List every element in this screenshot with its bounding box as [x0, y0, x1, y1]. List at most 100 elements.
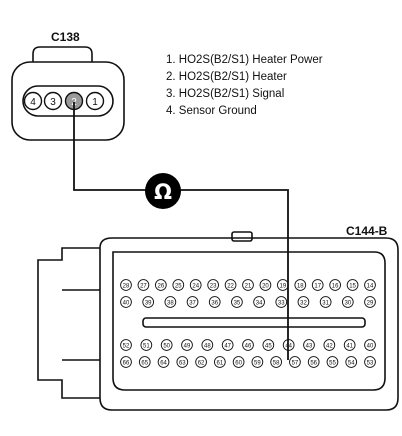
- svg-text:52: 52: [123, 343, 130, 349]
- svg-text:55: 55: [329, 360, 336, 366]
- svg-text:31: 31: [322, 300, 329, 306]
- ecm-pin-20: 20: [259, 279, 272, 291]
- svg-text:53: 53: [367, 360, 374, 366]
- ecm-pin-55: 55: [326, 356, 339, 368]
- ecm-pin-29: 29: [364, 296, 376, 308]
- svg-text:22: 22: [227, 283, 234, 289]
- svg-text:48: 48: [204, 343, 211, 349]
- ecm-pin-48: 48: [201, 339, 214, 351]
- svg-text:30: 30: [344, 300, 351, 306]
- ecm-pin-16: 16: [329, 279, 341, 291]
- svg-text:25: 25: [175, 283, 182, 289]
- svg-text:61: 61: [217, 360, 224, 366]
- svg-text:36: 36: [211, 300, 218, 306]
- sensor-pin-1: 1: [85, 91, 105, 111]
- svg-text:28: 28: [123, 283, 130, 289]
- svg-text:33: 33: [278, 300, 285, 306]
- ecm-pin-18: 18: [294, 279, 307, 291]
- svg-text:14: 14: [367, 283, 374, 289]
- svg-text:54: 54: [348, 360, 355, 366]
- svg-text:51: 51: [143, 343, 150, 349]
- svg-text:Ω: Ω: [154, 180, 172, 204]
- svg-text:56: 56: [310, 360, 317, 366]
- ecm-pin-66: 66: [120, 356, 132, 368]
- ecm-pin-47: 47: [221, 339, 234, 351]
- ecm-pin-32: 32: [297, 296, 310, 308]
- ecm-connector-label: C144-B: [346, 224, 388, 238]
- svg-text:40: 40: [367, 343, 374, 349]
- svg-text:49: 49: [184, 343, 191, 349]
- ecm-pin-46: 46: [242, 339, 254, 351]
- ecm-pin-60: 60: [232, 356, 245, 368]
- ecm-pin-23: 23: [207, 279, 219, 291]
- ecm-pin-15: 15: [346, 279, 359, 291]
- svg-text:63: 63: [179, 360, 186, 366]
- ecm-pin-31: 31: [319, 296, 332, 308]
- sensor-connector-label: C138: [51, 30, 80, 44]
- svg-text:18: 18: [297, 283, 304, 289]
- ecm-pin-24: 24: [189, 279, 202, 291]
- legend-item-1: 1. HO2S(B2/S1) Heater Power: [166, 54, 323, 66]
- sensor-pin-4: 4: [23, 91, 43, 111]
- svg-text:64: 64: [160, 360, 167, 366]
- svg-text:15: 15: [349, 283, 356, 289]
- ecm-pin-28: 28: [120, 279, 132, 291]
- svg-text:62: 62: [198, 360, 205, 366]
- svg-text:42: 42: [326, 343, 333, 349]
- ecm-pin-57: 57: [289, 356, 301, 368]
- svg-text:3: 3: [50, 97, 56, 108]
- svg-text:59: 59: [254, 360, 261, 366]
- sensor-connector-body: [11, 61, 125, 141]
- sensor-connector-pin-cavity: [22, 85, 114, 117]
- legend-item-4: 4. Sensor Ground: [166, 105, 257, 117]
- ecm-pin-53: 53: [364, 356, 376, 368]
- svg-text:37: 37: [189, 300, 196, 306]
- ecm-pin-34: 34: [253, 296, 265, 308]
- measurement-wire: [73, 102, 289, 360]
- svg-text:60: 60: [235, 360, 242, 366]
- ecm-pin-42: 42: [323, 339, 336, 351]
- ecm-pin-38: 38: [164, 296, 177, 308]
- svg-text:34: 34: [256, 300, 263, 306]
- svg-text:46: 46: [245, 343, 252, 349]
- svg-text:57: 57: [292, 360, 299, 366]
- ecm-pin-65: 65: [138, 356, 151, 368]
- ohmmeter-icon: Ω: [145, 173, 181, 209]
- ecm-pin-21: 21: [242, 279, 254, 291]
- ecm-pin-40: 40: [120, 296, 132, 308]
- ecm-pin-63: 63: [176, 356, 189, 368]
- ecm-connector: [37, 231, 399, 411]
- sensor-connector-latch: [32, 46, 93, 62]
- svg-text:26: 26: [158, 283, 165, 289]
- ecm-pin-22: 22: [224, 279, 237, 291]
- svg-text:44: 44: [285, 343, 292, 349]
- svg-text:38: 38: [167, 300, 174, 306]
- ecm-pin-61: 61: [213, 356, 226, 368]
- ecm-pin-27: 27: [137, 279, 150, 291]
- svg-text:27: 27: [140, 283, 147, 289]
- ecm-pin-37: 37: [186, 296, 199, 308]
- svg-text:47: 47: [224, 343, 231, 349]
- ecm-mounting-bracket: [37, 247, 100, 399]
- ecm-pin-54: 54: [345, 356, 358, 368]
- legend-item-2: 2. HO2S(B2/S1) Heater: [166, 71, 287, 83]
- ecm-pin-35: 35: [231, 296, 243, 308]
- ecm-key-slot: [142, 317, 366, 328]
- svg-text:17: 17: [314, 283, 321, 289]
- ecm-pin-30: 30: [341, 296, 354, 308]
- ecm-pin-62: 62: [195, 356, 207, 368]
- ecm-pin-50: 50: [160, 339, 173, 351]
- ecm-pin-36: 36: [208, 296, 221, 308]
- svg-text:21: 21: [245, 283, 252, 289]
- ecm-inner-frame: [112, 251, 386, 391]
- ecm-pin-58: 58: [270, 356, 283, 368]
- svg-text:4: 4: [30, 97, 36, 108]
- svg-text:20: 20: [262, 283, 269, 289]
- sensor-connector: [11, 46, 125, 141]
- ecm-pin-17: 17: [311, 279, 324, 291]
- svg-text:29: 29: [367, 300, 374, 306]
- legend-item-3: 3. HO2S(B2/S1) Signal: [166, 88, 285, 100]
